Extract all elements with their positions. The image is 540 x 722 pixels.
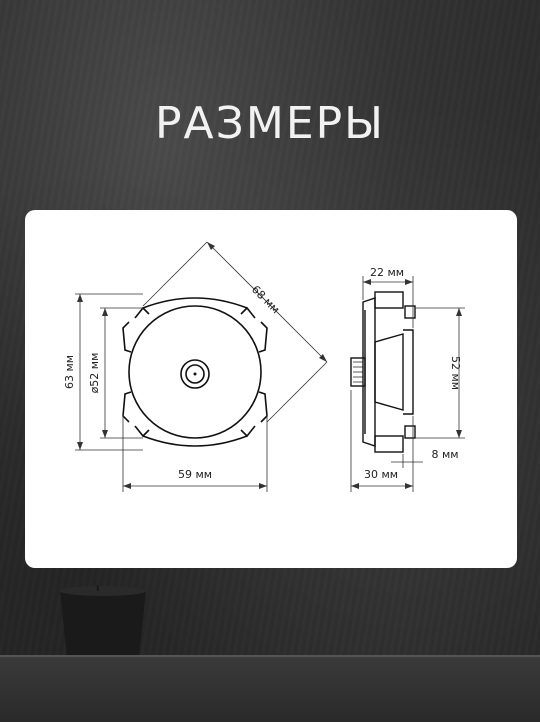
shaft-center bbox=[193, 372, 197, 376]
page-title: РАЗМЕРЫ bbox=[155, 98, 385, 149]
side-bottom-clip bbox=[404, 425, 416, 439]
dimension-drawing: 68 мм 63 мм ø52 мм 59 мм 22 мм 52 мм 8 м… bbox=[63, 241, 465, 492]
lug-top-left bbox=[122, 321, 132, 353]
lug-bottom-left bbox=[122, 391, 132, 423]
label-diameter: ø52 мм bbox=[88, 353, 101, 394]
label-front-offset: 8 мм bbox=[431, 448, 458, 461]
lug-top-right bbox=[258, 321, 268, 353]
label-height: 63 мм bbox=[63, 355, 76, 389]
top-rim bbox=[142, 297, 248, 309]
rim-hook-br bbox=[240, 425, 256, 438]
side-front-knob bbox=[350, 357, 366, 387]
shaft-outer bbox=[180, 359, 210, 389]
side-top-block bbox=[374, 291, 404, 309]
shaft-inner bbox=[185, 364, 205, 384]
dimensions-card: 68 мм 63 мм ø52 мм 59 мм 22 мм 52 мм 8 м… bbox=[25, 210, 517, 568]
rim-hook-bl bbox=[134, 425, 150, 438]
rim-hook-tr bbox=[240, 306, 256, 319]
lug-bottom-right bbox=[258, 391, 268, 423]
bottom-rim bbox=[142, 435, 248, 447]
rim-hook-tl bbox=[134, 306, 150, 319]
label-shaft-length: 22 мм bbox=[370, 266, 404, 279]
side-bottom-block bbox=[374, 435, 404, 453]
label-side-height: 52 мм bbox=[449, 356, 462, 390]
side-mid-body bbox=[374, 333, 404, 411]
mechanism-body-outline bbox=[128, 305, 262, 439]
side-top-clip bbox=[404, 305, 416, 319]
plant-pot bbox=[60, 585, 146, 667]
side-back-plate bbox=[362, 297, 376, 447]
label-depth: 30 мм bbox=[364, 468, 398, 481]
shelf bbox=[0, 655, 540, 722]
label-diagonal: 68 мм bbox=[249, 283, 282, 316]
side-shaft-housing bbox=[403, 329, 414, 415]
label-width: 59 мм bbox=[178, 468, 212, 481]
